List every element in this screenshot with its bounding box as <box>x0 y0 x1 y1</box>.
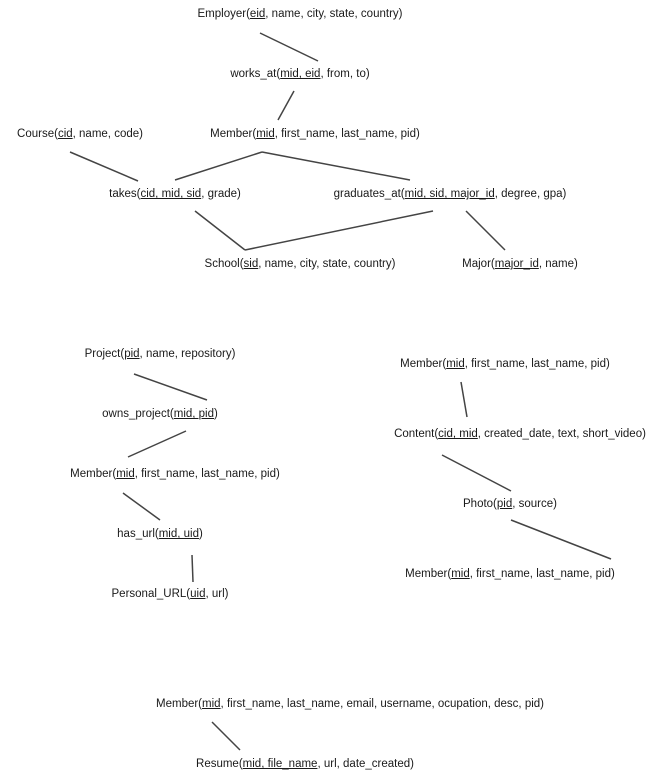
attribute-text: Personal_URL( <box>111 588 191 600</box>
attribute-text: , name, city, state, country) <box>258 258 396 270</box>
connector-has_url-personal_url <box>191 554 194 583</box>
connector-takes-school <box>194 210 246 251</box>
connector-content-photo <box>441 454 512 492</box>
attribute-text: Resume( <box>196 758 243 770</box>
node-member-2: Member(mid, first_name, last_name, pid) <box>70 467 280 481</box>
attribute-text: Course( <box>17 128 58 140</box>
primary-key-text: mid, file_name <box>242 758 318 770</box>
connector-employer-works_at <box>259 32 319 62</box>
attribute-text: ) <box>199 528 203 540</box>
attribute-text: , first_name, last_name, pid) <box>134 468 280 480</box>
attribute-text: , first_name, last_name, pid) <box>469 568 615 580</box>
attribute-text: ) <box>214 408 218 420</box>
node-employer: Employer(eid, name, city, state, country… <box>198 7 403 21</box>
attribute-text: , first_name, last_name, email, username… <box>220 698 544 710</box>
node-personal-url: Personal_URL(uid, url) <box>112 587 229 601</box>
primary-key-text: mid <box>256 128 275 140</box>
attribute-text: Member( <box>156 698 203 710</box>
primary-key-text: sid <box>243 258 259 270</box>
attribute-text: owns_project( <box>102 408 174 420</box>
connector-works_at-member_1 <box>277 90 295 121</box>
node-member-1: Member(mid, first_name, last_name, pid) <box>210 127 420 141</box>
attribute-text: , name, repository) <box>139 348 236 360</box>
connector-graduates_at-major <box>465 210 506 251</box>
node-photo: Photo(pid, source) <box>463 497 557 511</box>
node-member-3: Member(mid, first_name, last_name, pid) <box>400 357 610 371</box>
attribute-text: Content( <box>394 428 439 440</box>
primary-key-text: mid <box>202 698 221 710</box>
connector-member_1-graduates_at <box>261 151 411 181</box>
attribute-text: graduates_at( <box>333 188 405 200</box>
attribute-text: Member( <box>405 568 452 580</box>
connector-graduates_at-school <box>244 210 434 251</box>
primary-key-text: pid <box>124 348 140 360</box>
node-content: Content(cid, mid, created_date, text, sh… <box>394 427 646 441</box>
attribute-text: , grade) <box>201 188 241 200</box>
connector-member_2-has_url <box>122 492 161 521</box>
node-school: School(sid, name, city, state, country) <box>205 257 396 271</box>
primary-key-text: eid <box>249 8 266 20</box>
attribute-text: has_url( <box>117 528 159 540</box>
primary-key-text: mid <box>446 358 465 370</box>
attribute-text: , name, code) <box>72 128 143 140</box>
attribute-text: takes( <box>109 188 141 200</box>
attribute-text: School( <box>204 258 244 270</box>
attribute-text: Member( <box>210 128 257 140</box>
node-member-4: Member(mid, first_name, last_name, pid) <box>405 567 615 581</box>
primary-key-text: mid, pid <box>173 408 215 420</box>
primary-key-text: cid, mid, sid <box>140 188 202 200</box>
attribute-text: Photo( <box>463 498 497 510</box>
node-project: Project(pid, name, repository) <box>85 347 236 361</box>
attribute-text: , first_name, last_name, pid) <box>274 128 420 140</box>
connector-member_1-takes <box>174 151 263 181</box>
node-has-url: has_url(mid, uid) <box>117 527 203 541</box>
connector-member_5-resume <box>211 721 241 751</box>
primary-key-text: mid, sid, major_id <box>404 188 495 200</box>
attribute-text: , source) <box>512 498 557 510</box>
primary-key-text: uid <box>190 588 206 600</box>
primary-key-text: mid <box>451 568 470 580</box>
node-major: Major(major_id, name) <box>462 257 578 271</box>
primary-key-text: mid, eid <box>280 68 321 80</box>
attribute-text: , url) <box>205 588 229 600</box>
attribute-text: Member( <box>400 358 447 370</box>
primary-key-text: major_id <box>494 258 539 270</box>
connector-owns_project-member_2 <box>127 430 187 458</box>
primary-key-text: cid, mid <box>438 428 478 440</box>
attribute-text: , created_date, text, short_video) <box>477 428 646 440</box>
node-works-at: works_at(mid, eid, from, to) <box>230 67 369 81</box>
attribute-text: Major( <box>462 258 495 270</box>
attribute-text: Employer( <box>197 8 250 20</box>
attribute-text: Project( <box>84 348 125 360</box>
primary-key-text: mid <box>116 468 135 480</box>
node-graduates-at: graduates_at(mid, sid, major_id, degree,… <box>334 187 567 201</box>
node-resume: Resume(mid, file_name, url, date_created… <box>196 757 414 771</box>
attribute-text: works_at( <box>230 68 281 80</box>
attribute-text: , name, city, state, country) <box>265 8 403 20</box>
primary-key-text: mid, uid <box>158 528 199 540</box>
attribute-text: , first_name, last_name, pid) <box>464 358 610 370</box>
attribute-text: , url, date_created) <box>317 758 414 770</box>
node-takes: takes(cid, mid, sid, grade) <box>109 187 241 201</box>
primary-key-text: cid <box>57 128 73 140</box>
node-course: Course(cid, name, code) <box>17 127 143 141</box>
connector-member_3-content <box>460 381 468 418</box>
attribute-text: , name) <box>538 258 578 270</box>
node-member-5: Member(mid, first_name, last_name, email… <box>156 697 544 711</box>
connector-project-owns_project <box>133 373 208 401</box>
node-owns-project: owns_project(mid, pid) <box>102 407 218 421</box>
connector-course-takes <box>69 151 139 182</box>
attribute-text: , from, to) <box>320 68 370 80</box>
primary-key-text: pid <box>496 498 513 510</box>
attribute-text: Member( <box>70 468 117 480</box>
attribute-text: , degree, gpa) <box>494 188 567 200</box>
connector-photo-member_4 <box>510 519 612 560</box>
